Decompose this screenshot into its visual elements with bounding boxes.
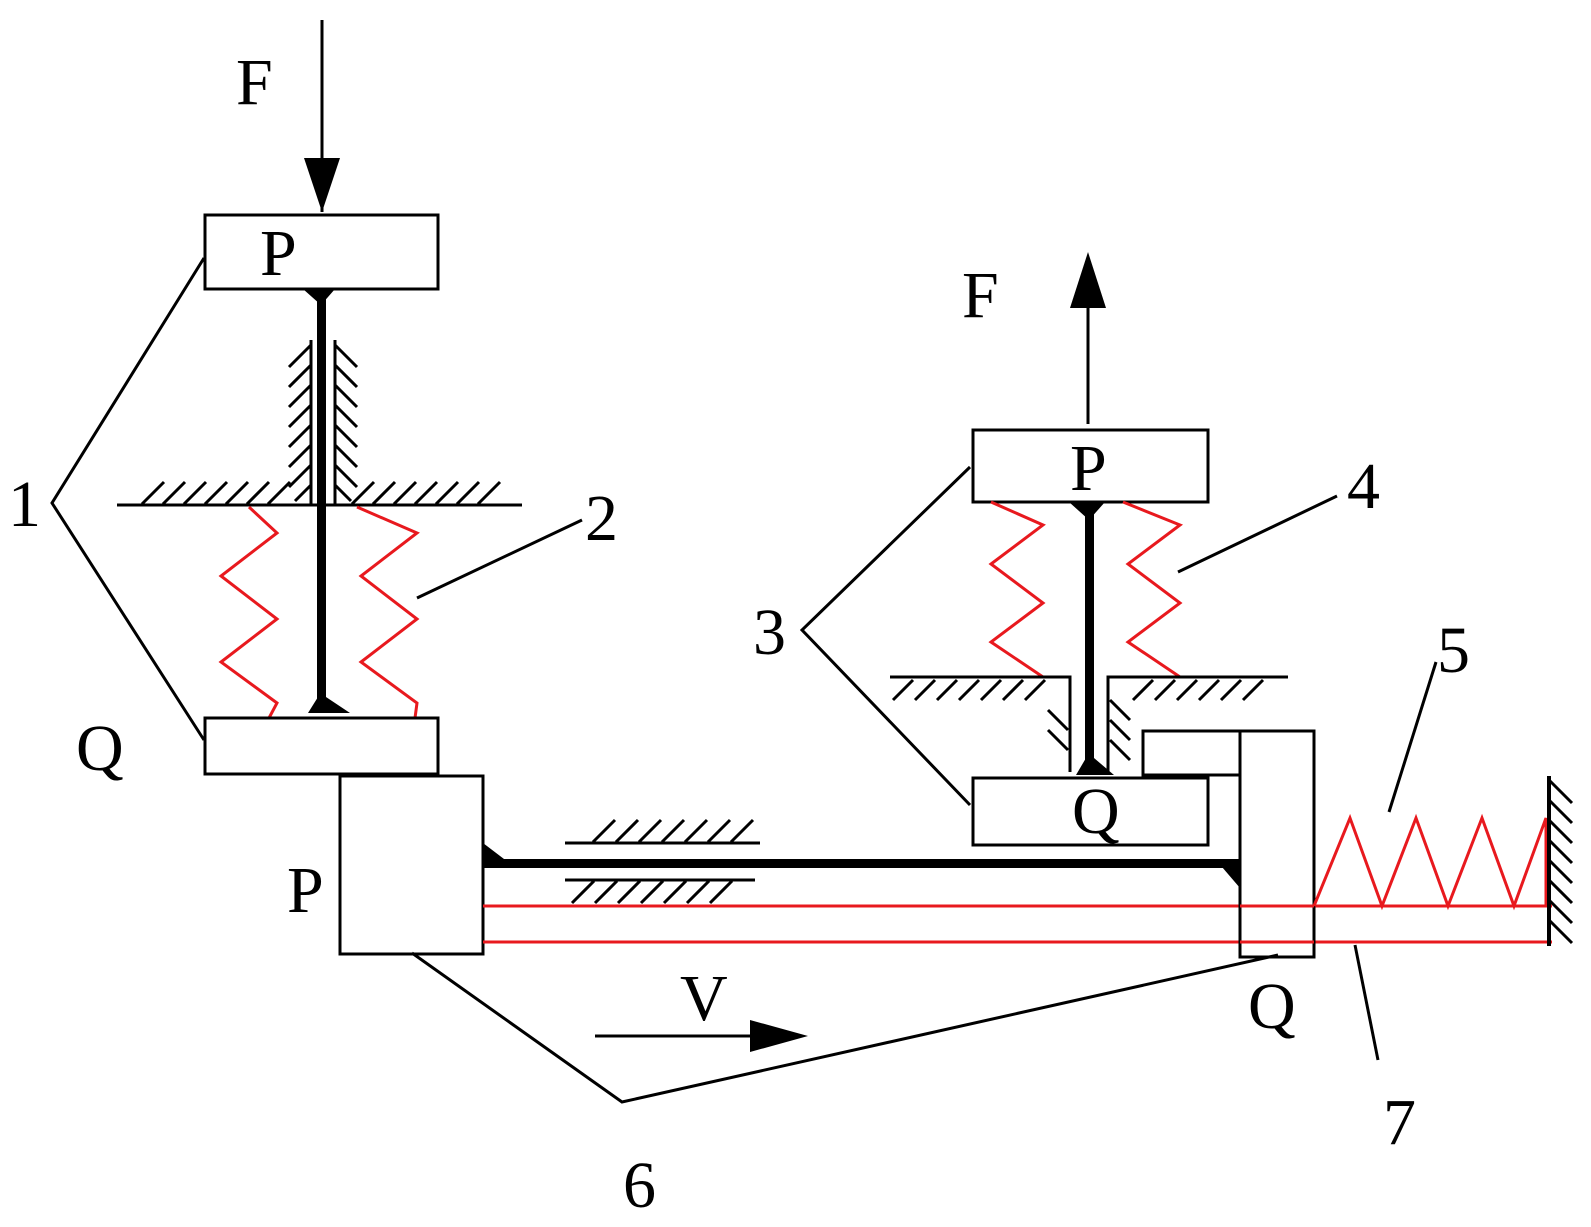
- unit-3: [890, 252, 1288, 847]
- spring-3-left: [988, 500, 1046, 679]
- ground-3-hatch: [891, 678, 1265, 762]
- velocity-arrow-head: [750, 1020, 808, 1052]
- leader-lines: [50, 257, 1438, 1104]
- label-force-mid: F: [962, 259, 999, 332]
- label-block1-top: P: [260, 217, 297, 290]
- block-3-top: [971, 428, 1210, 504]
- guide-1-left-hatch: [287, 343, 313, 503]
- label-n1: 1: [8, 468, 41, 541]
- leader-4: [1177, 494, 1338, 574]
- rod-1-weld-bottom: [308, 697, 350, 713]
- rod-3-weld-bottom: [1076, 758, 1114, 775]
- spring-1-left: [218, 505, 280, 719]
- rod-6-weld-left: [483, 843, 504, 859]
- block-1-top: [203, 213, 440, 291]
- label-n5: 5: [1437, 614, 1470, 687]
- unit-1: [117, 20, 522, 776]
- leader-7: [1353, 944, 1380, 1061]
- leader-5: [1387, 661, 1438, 813]
- force-arrow-mid-head: [1070, 252, 1106, 308]
- force-arrow-top-head: [304, 158, 340, 212]
- leader-6: [411, 951, 1279, 1104]
- ground-3: [890, 675, 1072, 772]
- label-block3-top: P: [1070, 432, 1107, 505]
- block-6-right: [1238, 729, 1316, 959]
- rod-3-weld-top: [1069, 502, 1105, 520]
- block-3-bottom: [971, 776, 1210, 847]
- spring-2: [356, 505, 420, 719]
- guide-6-bottom-hatch: [570, 879, 734, 905]
- label-n3: 3: [753, 596, 786, 669]
- rod-3: [1085, 502, 1094, 775]
- spring-5: [1312, 813, 1548, 911]
- connector-block: [1141, 729, 1242, 777]
- label-block1-bottom: Q: [76, 712, 124, 785]
- guide-6-top-hatch: [591, 818, 755, 844]
- leader-1: [50, 257, 206, 741]
- label-n4: 4: [1347, 450, 1380, 523]
- block-6-left: [338, 774, 485, 956]
- leader-2: [416, 518, 583, 600]
- leader-3: [799, 465, 972, 807]
- label-block3-bottom: Q: [1072, 775, 1120, 848]
- rod-6-weld-right: [1222, 867, 1240, 888]
- label-velocity: V: [680, 962, 728, 1035]
- ground-1-hatch: [140, 480, 502, 506]
- wall-hatch: [1548, 779, 1574, 945]
- guide-1-right-hatch: [333, 343, 359, 503]
- label-n2: 2: [585, 482, 618, 555]
- block-1-bottom: [203, 716, 440, 776]
- labels: F P Q 1 2 F P Q 3 4 P Q V 5 6 7: [8, 46, 1470, 1222]
- rod-6: [483, 859, 1240, 868]
- label-n7: 7: [1383, 1086, 1416, 1159]
- label-force-top: F: [236, 46, 273, 119]
- label-block6-left: P: [287, 854, 324, 927]
- ground-3-right: [1106, 675, 1288, 772]
- rod-1-weld-top: [303, 289, 335, 305]
- unit-6: [338, 729, 1574, 1052]
- rod-1: [317, 289, 326, 713]
- label-block6-right: Q: [1248, 970, 1296, 1043]
- label-n6: 6: [623, 1149, 656, 1222]
- spring-4: [1122, 500, 1184, 679]
